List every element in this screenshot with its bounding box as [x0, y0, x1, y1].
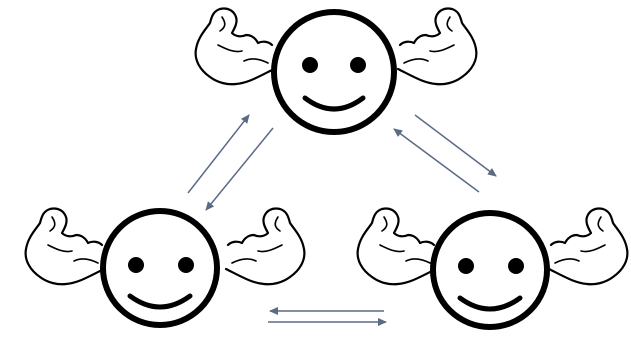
- flexed-arm-left-icon: [196, 8, 274, 84]
- smiley-face-icon: [103, 211, 217, 325]
- node-bottom-left: [26, 208, 305, 325]
- arrow: [394, 129, 479, 192]
- arrow: [415, 115, 496, 176]
- flexed-arm-left-icon: [26, 208, 104, 284]
- node-top: [196, 8, 477, 132]
- smiley-face-icon: [433, 213, 547, 327]
- flexed-arm-left-icon: [358, 208, 436, 284]
- edge-top-bottom-left: [188, 115, 273, 210]
- flexed-arm-right-icon: [549, 208, 627, 284]
- node-bottom-right: [358, 208, 628, 327]
- arrow: [188, 115, 249, 193]
- flexed-arm-right-icon: [398, 8, 476, 84]
- smiley-face-icon: [274, 12, 394, 132]
- edge-top-bottom-right: [394, 115, 496, 192]
- edge-bottom-left-bottom-right: [268, 311, 386, 322]
- arrow: [206, 128, 273, 210]
- flexed-arm-right-icon: [226, 208, 304, 284]
